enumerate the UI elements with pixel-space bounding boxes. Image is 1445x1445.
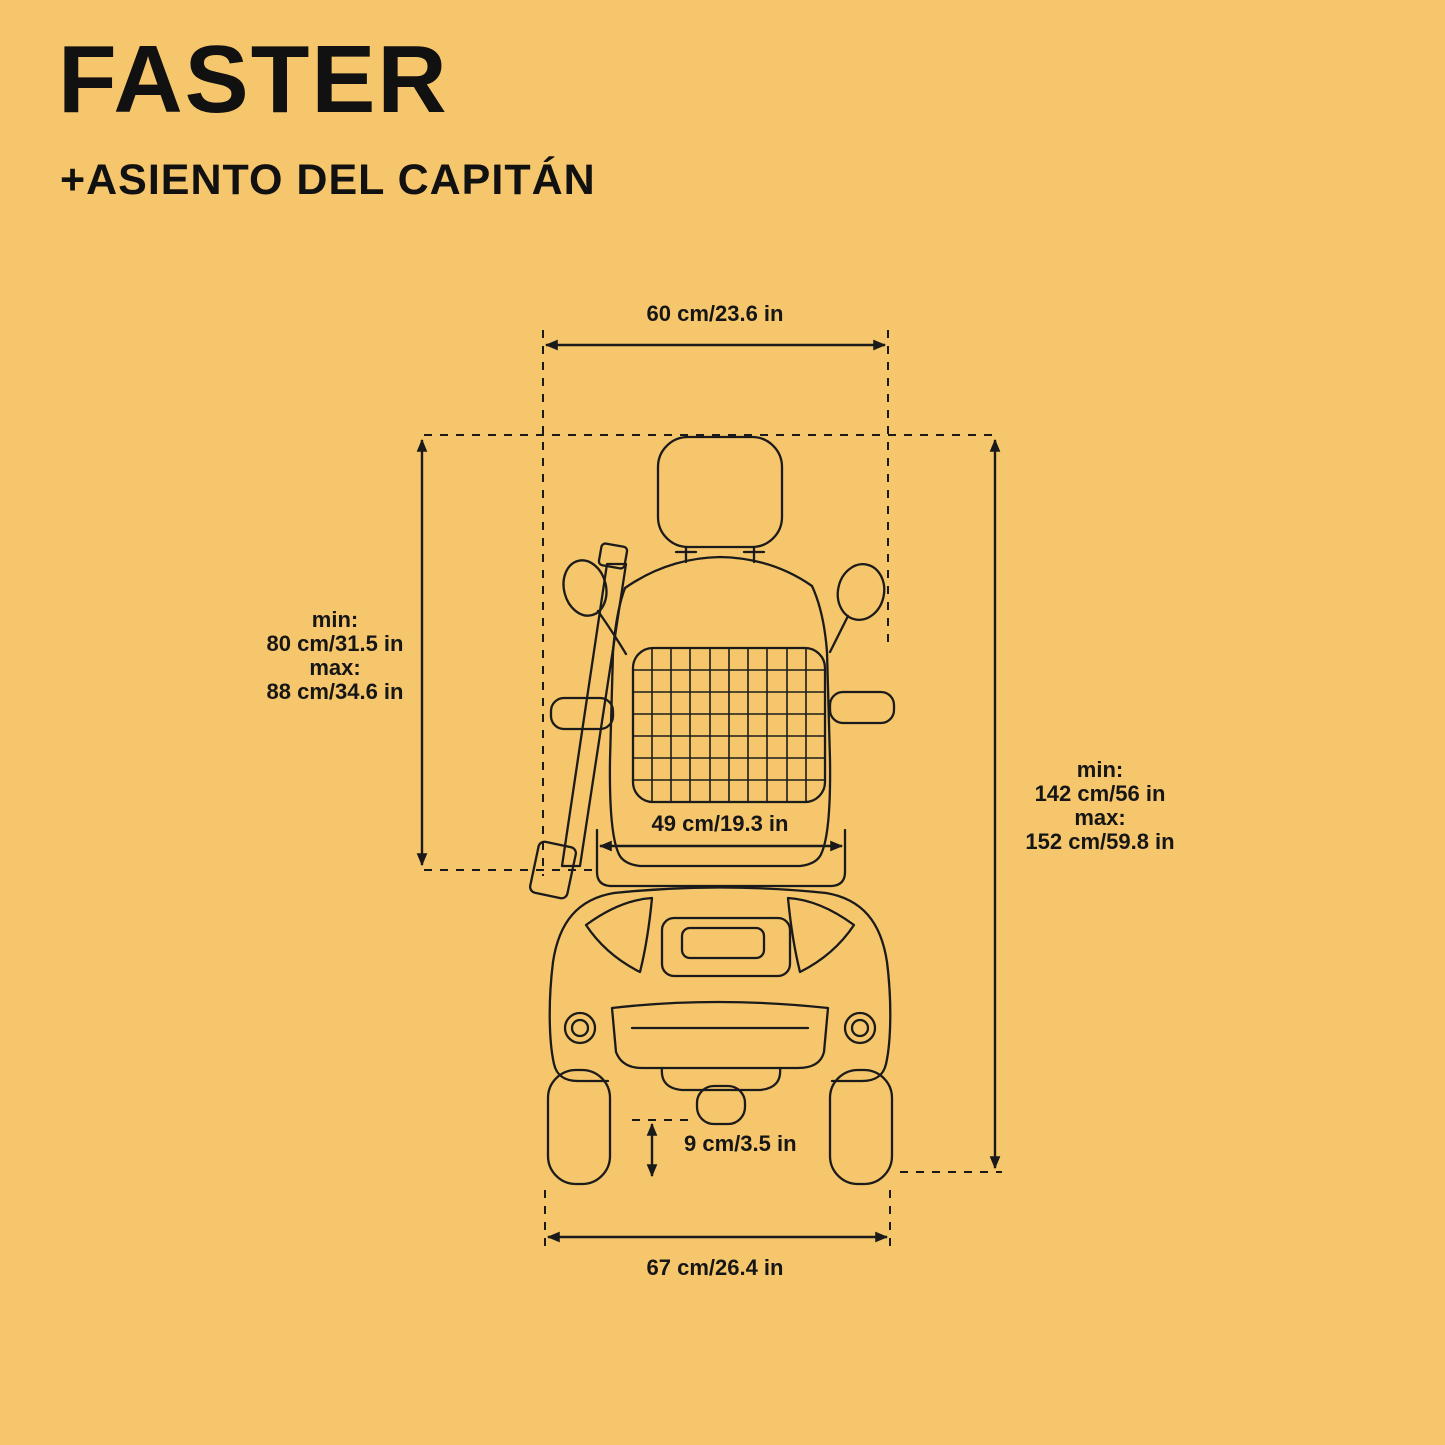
seat-belt [528, 542, 629, 900]
overall-height-min-label: min: [1076, 757, 1124, 782]
top-width-label: 60 cm/23.6 in [646, 301, 784, 326]
left-mirror [562, 559, 628, 656]
backrest-height-min-label: min: [311, 607, 359, 632]
bottom-width-label: 67 cm/26.4 in [646, 1255, 784, 1280]
center-caster-wheel [695, 1084, 747, 1126]
product-title: FASTER [58, 26, 449, 133]
backrest-height-min-value: 80 cm/31.5 in [266, 631, 404, 656]
rear-basket [631, 646, 827, 804]
left-wheel [546, 1068, 612, 1186]
backrest-height-label: min: 80 cm/31.5 in max: 88 cm/34.6 in [225, 608, 445, 704]
product-subtitle: +ASIENTO DEL CAPITÁN [60, 156, 596, 204]
seat-base [595, 828, 847, 888]
overall-height-min-value: 142 cm/56 in [1034, 781, 1166, 806]
seat-back [608, 555, 832, 868]
backrest-height-max-label: max: [309, 655, 361, 680]
right-mirror [828, 563, 886, 654]
headrest [656, 435, 784, 549]
right-armrest [828, 690, 896, 725]
seat-width-label: 49 cm/19.3 in [651, 811, 789, 836]
scooter-front-view-drawing [528, 435, 896, 1186]
overall-height-max-value: 152 cm/59.8 in [1025, 829, 1175, 854]
backrest-height-max-value: 88 cm/34.6 in [266, 679, 404, 704]
right-wheel [828, 1068, 894, 1186]
overall-height-label: min: 142 cm/56 in max: 152 cm/59.8 in [1000, 758, 1200, 854]
ground-clearance-label: 9 cm/3.5 in [684, 1131, 797, 1156]
body-cowl [548, 886, 892, 1092]
reference-dashed-lines [424, 330, 1002, 1254]
overall-height-max-label: max: [1074, 805, 1126, 830]
